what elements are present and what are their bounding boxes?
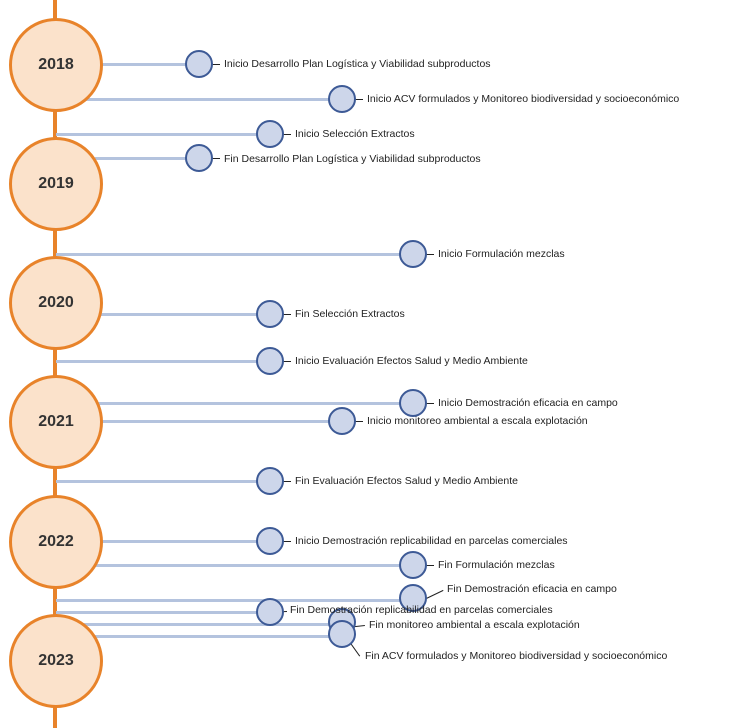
event-connector: [56, 564, 413, 567]
event-label: Fin ACV formulados y Monitoreo biodivers…: [365, 650, 668, 662]
event-label: Fin Evaluación Efectos Salud y Medio Amb…: [295, 475, 518, 487]
event-label: Inicio monitoreo ambiental a escala expl…: [367, 415, 588, 427]
event-node: [256, 120, 284, 148]
event-label: Fin Formulación mezclas: [438, 559, 555, 571]
event-node: [399, 240, 427, 268]
event-label: Fin Demostración eficacia en campo: [447, 583, 617, 595]
year-label: 2023: [38, 652, 74, 669]
event-connector: [56, 133, 270, 136]
event-connector: [56, 623, 342, 626]
event-connector: [95, 540, 270, 543]
event-node: [256, 467, 284, 495]
event-label: Fin Selección Extractos: [295, 308, 405, 320]
year-label: 2019: [38, 175, 74, 192]
event-node: [256, 527, 284, 555]
timeline-axis: [53, 0, 57, 728]
event-node: [256, 347, 284, 375]
event-connector: [95, 402, 413, 405]
event-node: [185, 50, 213, 78]
year-circle-2022: 2022: [9, 495, 103, 589]
event-node: [256, 598, 284, 626]
event-label: Inicio Evaluación Efectos Salud y Medio …: [295, 355, 528, 367]
event-node: [256, 300, 284, 328]
year-circle-2021: 2021: [9, 375, 103, 469]
event-label: Fin Desarrollo Plan Logística y Viabilid…: [224, 153, 481, 165]
year-label: 2018: [38, 56, 74, 73]
event-connector: [95, 313, 270, 316]
year-label: 2021: [38, 413, 74, 430]
event-connector: [56, 480, 270, 483]
event-node: [399, 584, 427, 612]
event-connector: [56, 360, 270, 363]
event-label: Fin monitoreo ambiental a escala explota…: [369, 619, 580, 631]
event-label: Inicio Selección Extractos: [295, 128, 415, 140]
event-connector: [56, 611, 270, 614]
event-connector: [56, 253, 413, 256]
event-connector: [56, 98, 342, 101]
event-connector: [100, 63, 199, 66]
event-connector: [95, 157, 199, 160]
event-node: [399, 551, 427, 579]
event-label: Fin Demostración replicabilidad en parce…: [290, 604, 553, 616]
year-circle-2020: 2020: [9, 256, 103, 350]
event-node: [328, 620, 356, 648]
year-circle-2019: 2019: [9, 137, 103, 231]
event-node: [185, 144, 213, 172]
event-node: [328, 85, 356, 113]
event-label: Inicio ACV formulados y Monitoreo biodiv…: [367, 93, 680, 105]
event-connector: [95, 420, 342, 423]
event-label: Inicio Demostración eficacia en campo: [438, 397, 618, 409]
year-circle-2023: 2023: [9, 614, 103, 708]
event-node: [328, 407, 356, 435]
event-connector: [56, 635, 342, 638]
year-label: 2022: [38, 533, 74, 550]
year-label: 2020: [38, 294, 74, 311]
event-label: Inicio Demostración replicabilidad en pa…: [295, 535, 568, 547]
event-label: Inicio Desarrollo Plan Logística y Viabi…: [224, 58, 491, 70]
event-label: Inicio Formulación mezclas: [438, 248, 565, 260]
event-connector: [56, 599, 413, 602]
event-node: [399, 389, 427, 417]
year-circle-2018: 2018: [9, 18, 103, 112]
